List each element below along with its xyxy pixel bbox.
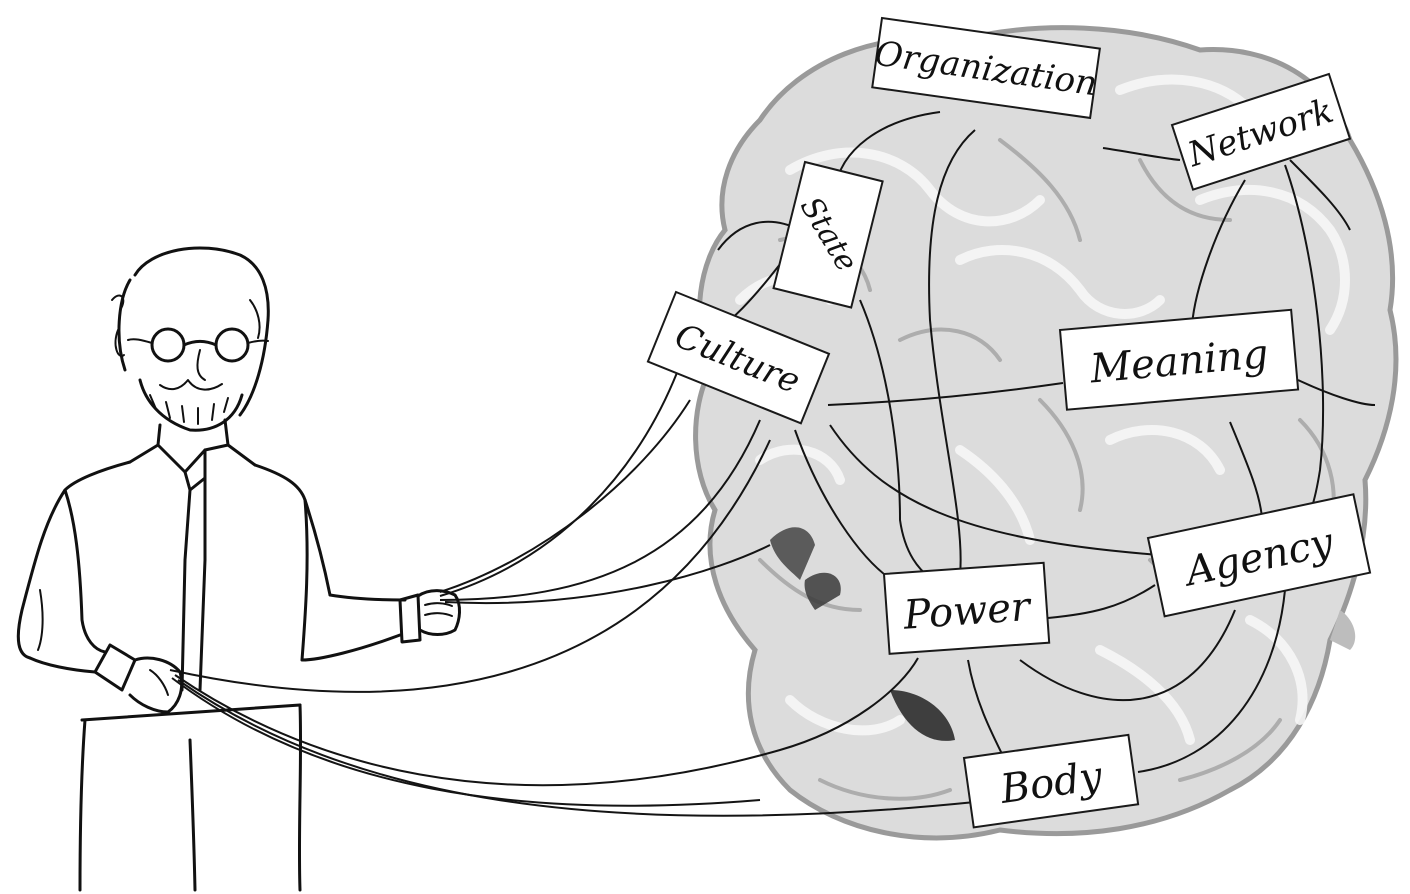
label-power-text: Power (901, 584, 1034, 639)
string (171, 677, 761, 807)
glasses-right-lens-icon (214, 327, 250, 363)
string (177, 679, 976, 817)
glasses-left-lens-icon (150, 327, 186, 363)
string (1297, 379, 1376, 406)
label-power: Power (882, 561, 1051, 655)
string (967, 659, 1006, 761)
string (444, 544, 771, 605)
string (1229, 421, 1263, 519)
label-body: Body (962, 733, 1140, 829)
string (1019, 609, 1236, 702)
string (1047, 584, 1156, 619)
string (829, 424, 1161, 556)
string (794, 429, 896, 583)
man-figure (16, 246, 461, 892)
string (439, 364, 681, 597)
string (1191, 179, 1246, 326)
string (174, 657, 919, 787)
string (439, 419, 761, 601)
string (1137, 589, 1286, 773)
string (859, 299, 931, 579)
label-meaning: Meaning (1058, 308, 1300, 411)
cuff-icon (398, 593, 422, 644)
string (439, 399, 691, 593)
string (928, 129, 976, 576)
string (827, 382, 1064, 406)
string (1102, 147, 1181, 161)
label-agency: Agency (1146, 493, 1372, 618)
string (1289, 159, 1351, 231)
string (169, 439, 771, 693)
label-state: State (772, 160, 884, 309)
label-culture: Culture (646, 290, 831, 425)
label-organization: Organization (871, 16, 1101, 120)
